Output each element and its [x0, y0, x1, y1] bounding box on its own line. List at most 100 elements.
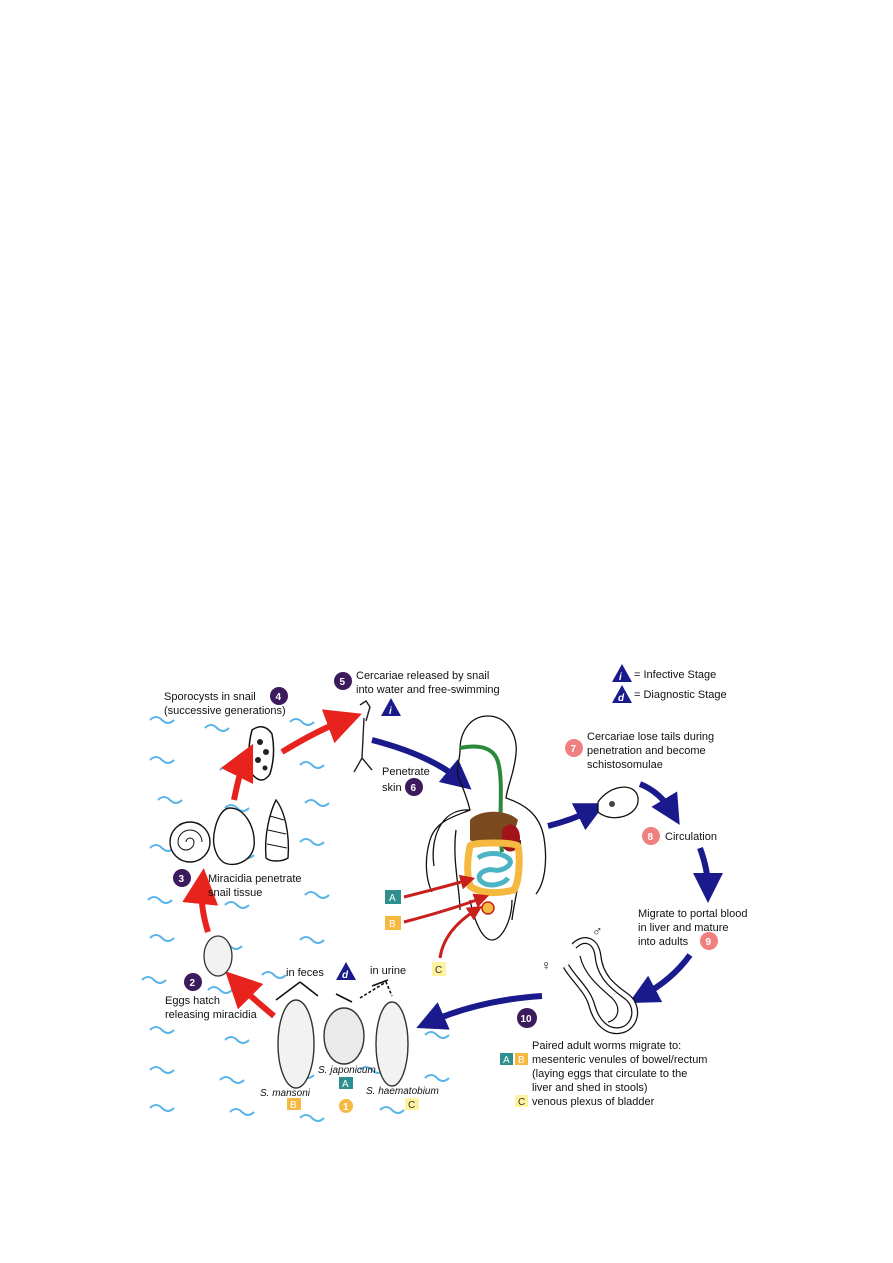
- snail-1-icon: [169, 821, 211, 863]
- hatching-egg-icon: [203, 935, 233, 977]
- snail-3-icon: [264, 798, 290, 862]
- step-4-sporocysts: Sporocysts in snail (successive generati…: [164, 687, 288, 781]
- step-7-number: 7: [571, 744, 577, 755]
- migrate-label-1: Migrate to portal blood: [638, 908, 747, 920]
- egg-box-b-text: B: [290, 1100, 297, 1111]
- diagnostic-triangle-icon: [612, 685, 632, 703]
- infective-letter: i: [619, 672, 622, 683]
- step-1-badge: [339, 1099, 353, 1113]
- human-body: [425, 715, 547, 941]
- human-outline-left: [425, 715, 489, 893]
- arrow-2-to-3: [182, 868, 219, 933]
- schistosomulum-icon: [597, 786, 639, 819]
- box-b: [385, 916, 401, 930]
- sporocyst-icon: [248, 726, 275, 781]
- box-c-legend-text: C: [518, 1097, 525, 1108]
- step-5-cercariae-released: 5 Cercariae released by snail into water…: [334, 670, 500, 773]
- s-haematobium-label: S. haematobium: [366, 1086, 439, 1097]
- egg-box-c-text: C: [408, 1100, 415, 1111]
- sporocysts-label-2: (successive generations): [164, 705, 286, 717]
- box-c: [432, 962, 446, 976]
- step-3-number: 3: [179, 874, 185, 885]
- s-japonicum-label: S. japonicum: [318, 1065, 376, 1076]
- cercaria-icon: [353, 700, 373, 773]
- in-urine-label: in urine: [370, 965, 406, 977]
- step-2-badge: [184, 973, 202, 991]
- s-haematobium-egg-icon: [375, 1001, 409, 1087]
- arrow-4-to-5: [280, 709, 362, 755]
- eggs-diagnostic-letter: d: [342, 970, 349, 981]
- legend-infective: i = Infective Stage: [612, 664, 716, 683]
- egg-box-b: [287, 1098, 301, 1110]
- human-outline-right: [487, 715, 547, 895]
- arrow-b-to-body: [403, 893, 490, 924]
- lose-tails-label-3: schistosomulae: [587, 759, 663, 771]
- infective-triangle-icon: [612, 664, 632, 682]
- box-a: [385, 890, 401, 904]
- arrow-5-to-human: [371, 737, 472, 790]
- egg-box-a: [339, 1077, 353, 1089]
- sporocysts-label-1: Sporocysts in snail: [164, 691, 256, 703]
- box-a-legend: [500, 1053, 513, 1065]
- paired-label-2: mesenteric venules of bowel/rectum: [532, 1054, 707, 1066]
- egg-connector-lines: [275, 979, 389, 1003]
- male-worm-icon: [562, 937, 639, 1035]
- small-intestine-icon: [476, 851, 513, 888]
- male-symbol: ♂: [592, 923, 603, 939]
- lose-tails-label-1: Cercariae lose tails during: [587, 731, 714, 743]
- box-b-text: B: [389, 919, 396, 930]
- arrow-human-to-7: [547, 803, 606, 831]
- egg-box-a-text: A: [342, 1079, 349, 1090]
- migrate-label-2: in liver and mature: [638, 922, 729, 934]
- eggs-hatch-label-1: Eggs hatch: [165, 995, 220, 1007]
- paired-label-1: Paired adult worms migrate to:: [532, 1040, 681, 1052]
- step-7-badge: [565, 739, 583, 757]
- step-3-badge: [173, 869, 191, 887]
- step-8-number: 8: [648, 832, 654, 843]
- cercariae-released-label-1: Cercariae released by snail: [356, 670, 489, 682]
- step-5-infective-letter: i: [389, 706, 392, 717]
- female-worm-icon: [579, 955, 619, 1023]
- diagnostic-legend-text: = Diagnostic Stage: [634, 689, 727, 701]
- step-6-penetrate-skin: Penetrate skin 6: [382, 766, 430, 796]
- step-7-schistosomulae: 7 Cercariae lose tails during penetratio…: [565, 731, 714, 819]
- step-5-number: 5: [340, 677, 346, 688]
- eggs-group: in feces d in urine S. mansoni S. japoni…: [260, 962, 439, 1113]
- legend-diagnostic: d = Diagnostic Stage: [612, 685, 727, 704]
- site-boxes: A B C: [385, 874, 490, 976]
- snail-2-icon: [212, 807, 255, 866]
- box-a-legend-text: A: [503, 1055, 510, 1066]
- migrate-label-3: into adults: [638, 936, 689, 948]
- circulation-label: Circulation: [665, 831, 717, 843]
- step-6-badge: [405, 778, 423, 796]
- penetrate-label-1: Penetrate: [382, 766, 430, 778]
- lose-tails-label-2: penetration and become: [587, 745, 706, 757]
- infective-legend-text: = Infective Stage: [634, 669, 716, 681]
- box-a-text: A: [389, 893, 396, 904]
- step-9-badge: [700, 932, 718, 950]
- legend: i = Infective Stage d = Diagnostic Stage: [612, 664, 727, 704]
- arrow-c-to-body: [438, 906, 483, 959]
- step-8-badge: [642, 827, 660, 845]
- step-2-number: 2: [190, 978, 196, 989]
- female-symbol: ♀: [541, 957, 552, 973]
- paired-label-3: (laying eggs that circulate to the: [532, 1068, 687, 1080]
- step-5-badge: [334, 672, 352, 690]
- box-c-legend: [515, 1095, 528, 1107]
- box-b-legend: [515, 1053, 528, 1065]
- colon-icon: [464, 839, 523, 897]
- s-japonicum-egg-icon: [323, 1007, 365, 1065]
- diagnostic-letter: d: [618, 693, 625, 704]
- step-3-miracidia: 3 Miracidia penetrate snail tissue: [169, 798, 302, 899]
- step-10-number: 10: [521, 1014, 533, 1025]
- eggs-hatch-label-2: releasing miracidia: [165, 1009, 258, 1021]
- step-8-circulation: 8 Circulation: [642, 827, 717, 845]
- s-mansoni-label: S. mansoni: [260, 1088, 311, 1099]
- in-feces-label: in feces: [286, 967, 324, 979]
- miracidia-label-2: snail tissue: [208, 887, 262, 899]
- miracidia-label-1: Miracidia penetrate: [208, 873, 302, 885]
- adult-worms: ♀ ♂: [541, 923, 639, 1035]
- box-b-legend-text: B: [518, 1055, 525, 1066]
